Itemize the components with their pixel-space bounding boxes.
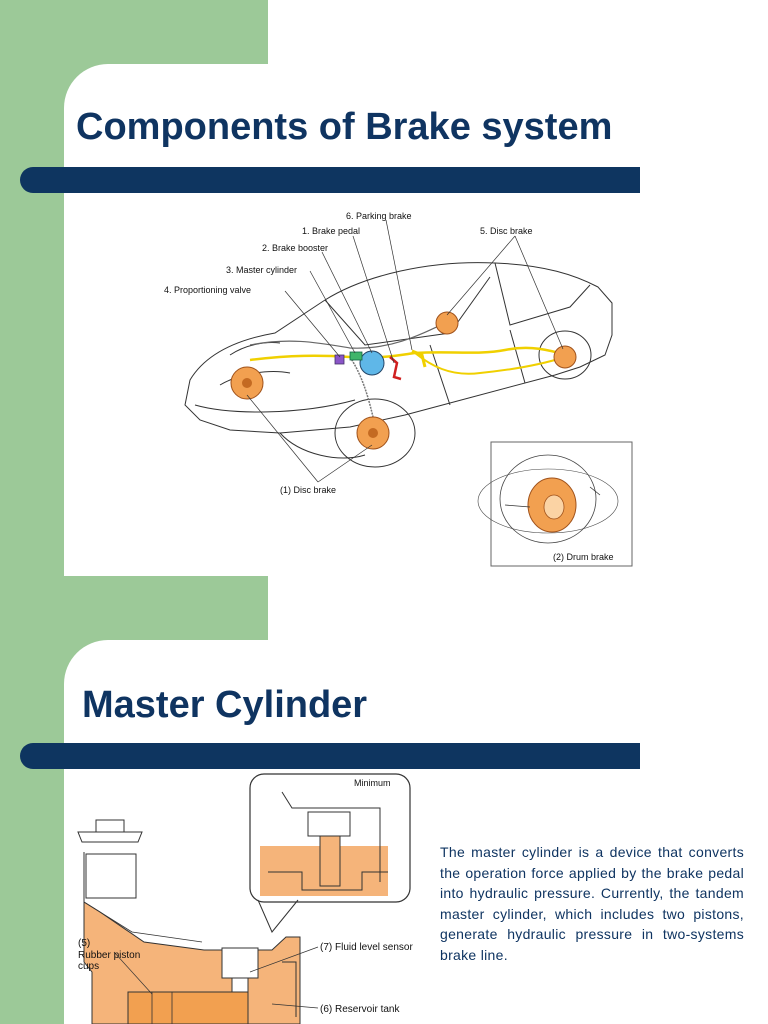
brake-booster [359, 350, 385, 376]
leader-lines [246, 219, 564, 483]
green-left-strip [0, 576, 64, 1024]
title-underline-bar [20, 167, 640, 193]
label-brake-pedal: 1. Brake pedal [302, 226, 360, 236]
leader-lines [113, 946, 319, 1009]
slide-title: Master Cylinder [82, 684, 368, 726]
hub-center [368, 428, 378, 438]
label-rubber-piston-cups: cups [78, 961, 99, 972]
master-cylinder-body [77, 819, 301, 1024]
label-disc-brake-front: (1) Disc brake [280, 485, 336, 495]
master-cylinder-diagram: Minimum (7) Fluid level sensor (6) Reser… [77, 773, 413, 1024]
label-rubber-piston: Rubber piston [78, 950, 140, 961]
brake-line-rear [414, 352, 566, 375]
disc-brake-rear-right [553, 345, 577, 369]
label-reservoir-tank: (6) Reservoir tank [320, 1004, 400, 1015]
master-cylinder-description: The master cylinder is a device that con… [440, 844, 744, 963]
brake-system-diagram: 6. Parking brake 1. Brake pedal 2. Brake… [164, 211, 633, 567]
disc-brake-rear-left [435, 311, 459, 335]
label-parking-brake: 6. Parking brake [346, 211, 412, 221]
inset-pointer [257, 899, 299, 933]
parking-brake [411, 349, 427, 368]
content-panel [64, 64, 768, 576]
drum-brake-inset: (2) Drum brake [477, 441, 633, 567]
proportioning-valve [334, 354, 345, 365]
label-minimum: Minimum [354, 778, 391, 788]
label-disc-brake-rear: 5. Disc brake [480, 226, 533, 236]
slide-master-cylinder: Master Cylinder Minimum [0, 576, 768, 1024]
slide-brake-components: Components of Brake system [0, 0, 768, 576]
label-proportioning-valve: 4. Proportioning valve [164, 285, 251, 295]
slide-title: Components of Brake system [76, 106, 613, 148]
title-underline-bar [20, 743, 640, 769]
car-illustration [184, 262, 613, 468]
hub-center [242, 378, 252, 388]
master-cylinder [349, 351, 363, 361]
label-drum-brake: (2) Drum brake [553, 552, 614, 562]
reservoir-cap [77, 831, 143, 843]
label-master-cylinder: 3. Master cylinder [226, 265, 297, 275]
label-brake-booster: 2. Brake booster [262, 243, 328, 253]
brake-line-top [249, 322, 446, 349]
label-fluid-level-sensor: (7) Fluid level sensor [320, 942, 413, 953]
green-left-strip [0, 0, 64, 576]
brake-pedal [389, 356, 402, 381]
fluid-level-inset: Minimum [249, 773, 411, 903]
label-rubber-piston-number: (5) [78, 938, 90, 949]
